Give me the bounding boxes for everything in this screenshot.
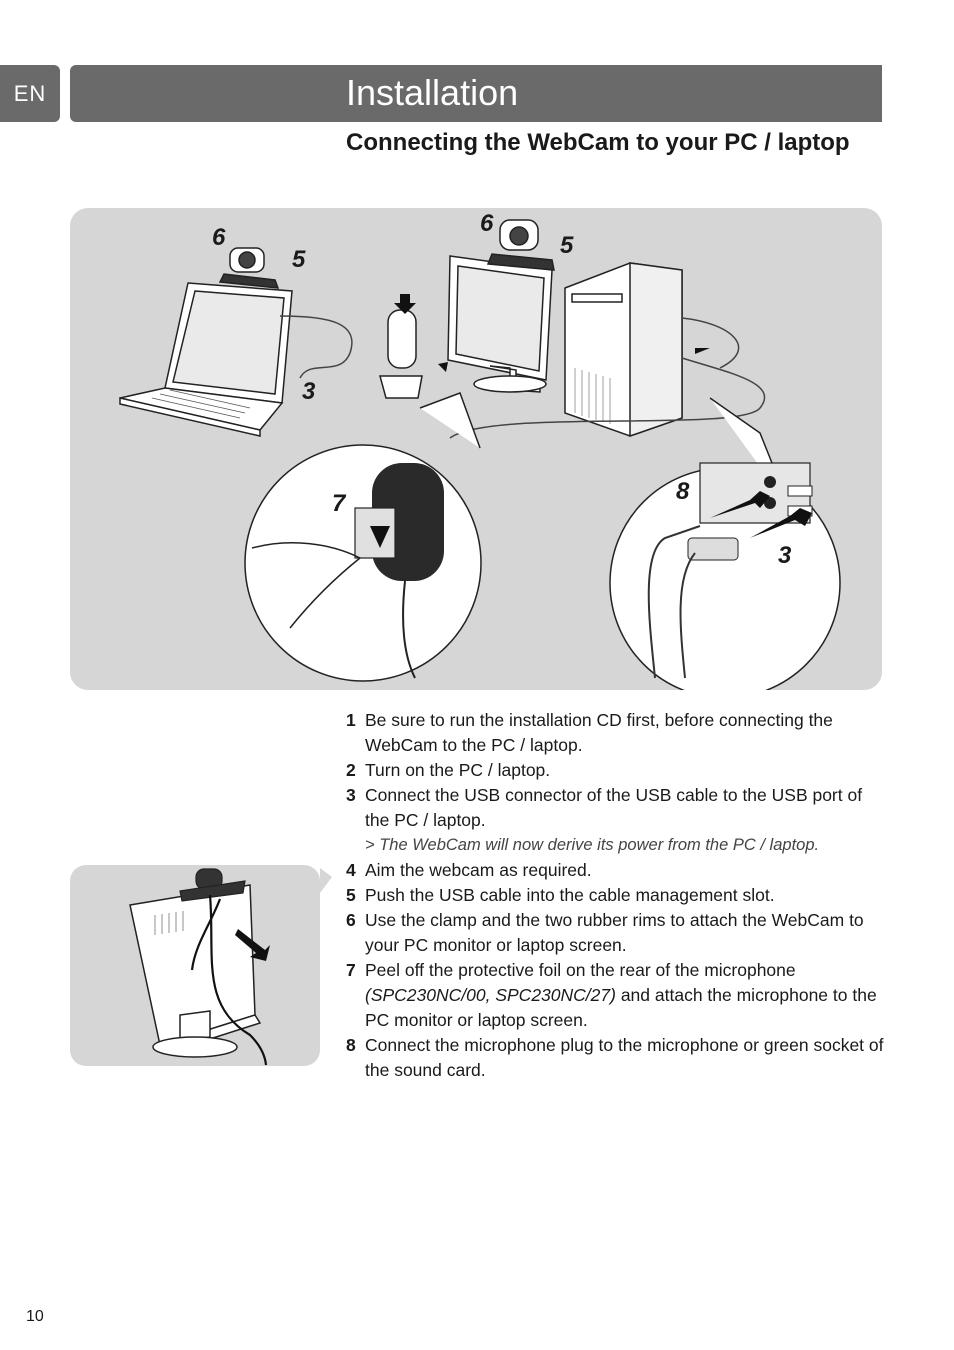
callout-3-back-panel: 3 [778,542,792,569]
sound-card-detail-circle [609,397,841,690]
callout-5-monitor: 5 [560,232,574,259]
language-tab: EN [0,65,60,122]
laptop-webcam-drawing [218,247,280,289]
callout-8: 8 [676,478,690,505]
monitor-drawing [447,255,553,393]
page-title: Installation [346,72,519,113]
callout-6-laptop: 6 [212,224,226,251]
microphone-detail-circle [244,392,482,682]
laptop-drawing [119,282,293,437]
callout-7: 7 [332,490,346,517]
callout-5-laptop: 5 [292,246,306,273]
pc-tower-drawing [564,262,683,438]
step-note: > The WebCam will now derive its power f… [365,836,820,854]
callout-3-laptop: 3 [302,378,316,405]
microphone-drawing [379,309,423,399]
monitor-mount-illustration [70,865,332,1066]
monitor-mount-drawing [129,868,332,1066]
title-bar: Installation [70,65,882,122]
section-subtitle: Connecting the WebCam to your PC / lapto… [346,129,850,156]
monitor-webcam-drawing [486,219,555,271]
callout-6-monitor: 6 [480,210,494,237]
page-number: 10 [26,1308,44,1325]
installation-drawing [119,219,841,690]
installation-illustration: 6 5 3 6 5 7 8 3 [70,208,882,690]
